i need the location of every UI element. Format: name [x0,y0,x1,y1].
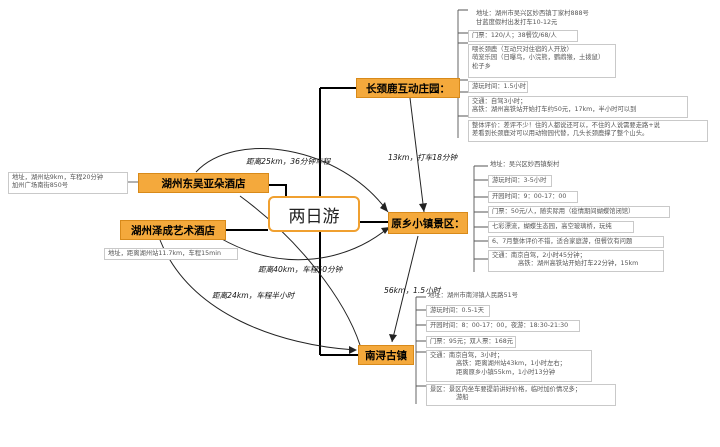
arrow-zecheng-yuanxiang [219,227,389,261]
center-topic[interactable]: 两日游 [268,196,360,232]
node-zecheng-hotel[interactable]: 湖州泽成艺术酒店 [120,220,226,240]
nanxun-notes: 景区：景区内坐车要提前讲好价格，临时加价情况多； 游船 [426,384,616,406]
route-label-zecheng-nanxun: 距离24km，车程半小时 [212,291,295,300]
yuanxiang-duration: 游玩时间：3-5小时 [488,175,552,187]
arrow-zecheng-nanxun [159,239,356,351]
nanxun-hours: 开园时间：8：00-17：00，夜游：18:30-21:30 [426,320,580,332]
giraffe-transport: 交通：自驾3小时； 高铁：湖州高铁站开始打车约50元，17km，半小时可以到 [468,96,688,118]
yuanxiang-info-bracket [473,165,488,272]
route-label-dongwu-yuanxiang: 距离25km，36分钟车程 [246,157,331,166]
arrowhead-zecheng-yuanxiang [381,227,390,234]
yuanxiang-hours: 开园时间：9：00-17：00 [488,191,578,203]
nanxun-transport: 交通：南京自驾，3小时； 高铁：距离湖州站43km，1小时左右； 距离原乡小镇5… [426,350,592,382]
giraffe-info-bracket [457,9,468,138]
arrowhead-giraffe-yuanxiang [419,203,427,212]
giraffe-duration: 游玩时间：1.5小时 [468,81,528,93]
route-label-yuanxiang-nanxun: 56km，1.5小时 [384,286,441,295]
yuanxiang-address: 地址：吴兴区妙西镇梨村 [490,161,560,168]
nanxun-tickets: 门票：95元；双人票：168元 [426,336,516,348]
node-dongwu-hotel[interactable]: 湖州东吴亚朵酒店 [138,173,269,193]
nanxun-address: 地址：湖州市南浔镇人民路51号 [428,292,518,299]
arrowhead-dongwu-yuanxiang [380,202,388,212]
arrow-yuanxiang-nanxun [391,235,419,343]
yuanxiang-review: 6、7月整体评价不错，适合家庭游，但餐饮有问题 [488,236,664,248]
arrow-giraffe-yuanxiang [409,97,425,213]
giraffe-address: 地址：湖州市吴兴区妙西镇丁家村888号 甘蓝度假村出发打车10-12元 [476,10,589,26]
route-label-zecheng-yuanxiang: 距离40km，车程50分钟 [258,265,343,274]
hotel-zecheng-info: 地址，距离湖州站11.7km，车程15min [104,248,238,260]
hotel-dongwu-info: 地址，湖州站9km，车程20分钟 加州广场南街850号 [8,172,128,194]
node-giraffe-manor[interactable]: 长颈鹿互动庄园： [356,78,460,98]
arrowhead-yuanxiang-nanxun [389,334,397,342]
giraffe-highlights: 喂长颈鹿（互动只对住宿的人开放） 萌宠乐园（日曝鸟，小浣熊，鹦鹉猴，土拨鼠） 松… [468,44,616,78]
yuanxiang-transport: 交通：南京自驾，2小时45分钟； 高铁：湖州高铁站开始打车22分钟，15km [488,250,664,272]
branch-to-dongwu [269,184,287,200]
giraffe-review: 整体评价：差评不少！住的人都说还可以，不住的人说需要走路+说 差看到长颈鹿对可以… [468,120,708,142]
arrowhead-zecheng-nanxun [349,346,357,354]
giraffe-tickets: 门票：120/人；38餐饮/68/人 [468,30,578,42]
route-label-giraffe-yuanxiang: 13km，打车18分钟 [388,153,458,162]
node-nanxun-town[interactable]: 南浔古镇 [358,345,414,365]
nanxun-duration: 游玩时间：0.5-1天 [426,305,490,317]
node-yuanxiang-town[interactable]: 原乡小镇景区： [388,212,468,234]
nanxun-info-bracket [415,296,426,404]
yuanxiang-tickets: 门票：50元/人，随实际用（疫情期间蝴蝶馆闭馆） [488,206,670,218]
arrow-dongwu-yuanxiang [195,148,389,213]
arrow-dongwu-nanxun [239,195,361,346]
yuanxiang-features: 七彩漂流，蝴蝶生态园，高空玻璃桥，玩纯 [488,221,634,233]
